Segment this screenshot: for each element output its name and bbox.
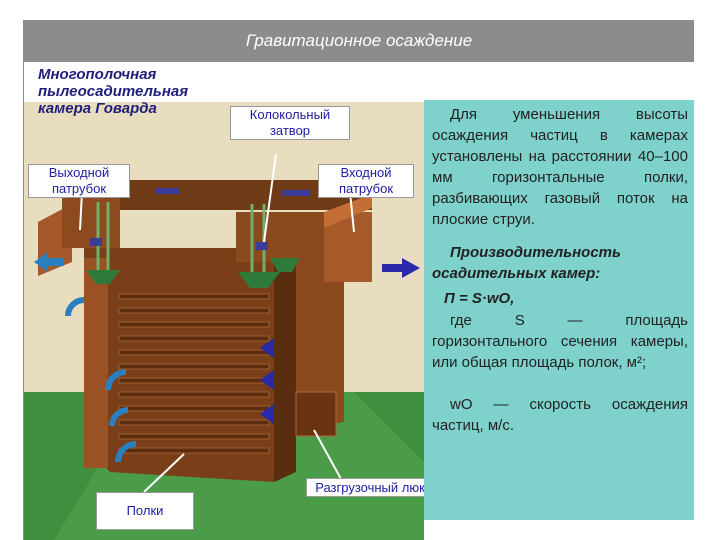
description-panel: Для уменьшения высоты осаждения частиц в…: [424, 100, 694, 520]
page-title: Гравитационное осаждение: [245, 31, 473, 50]
left-rule: [23, 20, 24, 540]
chamber-illustration: [24, 62, 424, 540]
description-paragraph: Для уменьшения высоты осаждения частиц в…: [432, 106, 688, 228]
label-shelves: Полки: [96, 492, 194, 530]
label-inlet-pipe: Входной патрубок: [318, 164, 414, 198]
inlet-arrows: [260, 258, 420, 424]
shelves: [118, 293, 270, 454]
leader-lines: [79, 153, 355, 493]
diagram-title: Многополочная пылеосадительная камера Го…: [38, 66, 189, 117]
formula-definition-w: wO — скорость осаждения частиц, м/с.: [432, 396, 688, 434]
label-outlet-pipe: Выходной патрубок: [28, 164, 130, 198]
outlet-arrows: [34, 252, 137, 463]
capacity-heading: Производительность осадительных камер:: [432, 244, 621, 282]
formula: П = S·wO,: [444, 290, 515, 307]
page-title-banner: Гравитационное осаждение: [24, 20, 694, 62]
label-bell-valve: Колокольный затвор: [230, 106, 350, 140]
formula-definition-s: где S — площадь горизонтального сечения …: [432, 312, 688, 371]
discharge-hatch: [295, 391, 337, 437]
label-discharge-hatch: Разгрузочный люк: [306, 478, 434, 497]
